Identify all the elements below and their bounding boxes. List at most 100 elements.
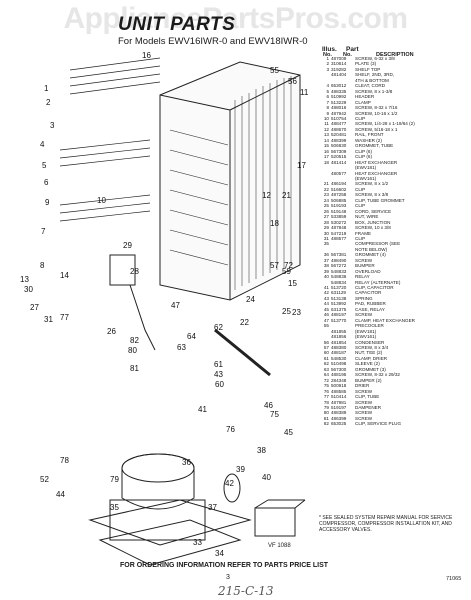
parts-cell-part: 488670 xyxy=(331,126,347,132)
parts-cell-part: 520515 xyxy=(331,154,347,160)
parts-cell-no: 55 xyxy=(323,323,329,329)
parts-cell-desc: SCREW, 10 x 3/8 xyxy=(355,225,391,231)
parts-cell-desc: CLEAT, CORD xyxy=(355,83,386,89)
parts-cell-no: 24 xyxy=(323,197,329,203)
callout-47: 47 xyxy=(171,301,180,310)
parts-cell-desc: (EWV161) xyxy=(355,334,377,340)
callout-25: 25 xyxy=(282,307,291,316)
parts-cell-no: 38 xyxy=(323,263,329,269)
callout-61: 61 xyxy=(214,360,223,369)
parts-cell-no: 23 xyxy=(323,192,329,198)
parts-cell-part: 487942 xyxy=(331,110,347,116)
parts-cell-no: 7 xyxy=(326,99,329,105)
parts-cell-part: 488477 xyxy=(331,121,347,127)
callout-39: 39 xyxy=(236,465,245,474)
parts-cell-desc: CLIP (6) xyxy=(355,148,373,154)
parts-cell-no: 78 xyxy=(323,399,329,405)
parts-cell-no: 17 xyxy=(323,154,329,160)
parts-cell-part: 488585 xyxy=(331,388,347,394)
drier xyxy=(214,328,271,377)
parts-cell-desc: CASE, RELAY xyxy=(355,306,385,312)
callout-46: 46 xyxy=(264,401,273,410)
parts-cell-no: 39 xyxy=(323,268,329,274)
parts-cell-no: 75 xyxy=(323,383,329,389)
parts-cell-desc: GROMMET (4) xyxy=(355,252,386,258)
parts-cell-no: 62 xyxy=(323,361,329,367)
parts-cell-no: 41 xyxy=(323,285,329,291)
parts-cell-no: 46 xyxy=(323,312,329,318)
parts-cell-part: 310614 xyxy=(331,61,347,67)
parts-row: 4TH & BOTTOM xyxy=(319,78,467,83)
callout-17: 17 xyxy=(297,161,306,170)
parts-cell-part: 567309 xyxy=(331,148,347,154)
parts-cell-no: 4 xyxy=(326,83,329,89)
callout-31: 31 xyxy=(44,315,53,324)
parts-cell-part: 488187 xyxy=(331,350,347,356)
parts-cell-no: 40 xyxy=(323,274,329,280)
callout-29: 29 xyxy=(123,241,132,250)
parts-cell-desc: GROMMET (3) xyxy=(355,366,386,372)
header-number: No. xyxy=(343,52,352,58)
parts-cell-part: 487009 xyxy=(331,56,347,61)
callout-64: 64 xyxy=(187,332,196,341)
parts-cell-no: 27 xyxy=(323,214,329,220)
parts-cell-desc: SCREW xyxy=(355,399,373,405)
parts-cell-desc: PAD, RUBBER xyxy=(355,301,386,307)
parts-cell-no: 5 xyxy=(326,88,329,94)
callout-18: 18 xyxy=(270,219,279,228)
parts-cell-desc: SHELF TOP xyxy=(355,66,381,72)
handwritten-note: 215-C-13 xyxy=(218,584,274,598)
parts-cell-desc: CLIP xyxy=(355,235,366,241)
parts-cell-desc: SCREW xyxy=(355,388,373,394)
parts-cell-desc: NUT, TEE (2) xyxy=(355,350,383,356)
parts-cell-no: 56 xyxy=(323,339,329,345)
parts-cell-part: 513138 xyxy=(331,295,347,301)
parts-cell-part: 513229 xyxy=(331,99,347,105)
parts-cell-part: 547219 xyxy=(331,230,347,236)
parts-cell-desc: SPRING xyxy=(355,295,373,301)
parts-row: (EWV181) xyxy=(319,165,467,170)
parts-cell-no: 30 xyxy=(323,230,329,236)
callout-4: 4 xyxy=(40,140,45,149)
callout-8: 8 xyxy=(40,261,45,270)
callout-21: 21 xyxy=(282,191,291,200)
parts-cell-no: 29 xyxy=(323,225,329,231)
parts-cell-part: 519193 xyxy=(331,203,347,209)
parts-cell-no: 21 xyxy=(323,181,329,187)
parts-cell-part: 488195 xyxy=(331,372,347,378)
parts-cell-no: 2 xyxy=(326,61,329,67)
header-illus: Illus. xyxy=(322,46,337,53)
callout-2: 2 xyxy=(46,98,51,107)
callout-36: 36 xyxy=(182,458,191,467)
parts-cell-desc: GROMMET, TUBE xyxy=(355,143,394,149)
parts-cell-part: 488380 xyxy=(331,345,347,351)
parts-cell-desc: SCREW, 6-32 x 3/8 xyxy=(355,56,395,61)
callout-43: 43 xyxy=(214,370,223,379)
parts-cell-no: 9 xyxy=(326,110,329,116)
parts-cell-desc: SHELF, 2ND, 3RD, xyxy=(355,72,395,78)
parts-cell-part: 488577 xyxy=(331,235,347,241)
parts-cell-part: 567381 xyxy=(331,252,347,258)
parts-cell-part: 519197 xyxy=(331,405,347,410)
callout-62: 62 xyxy=(214,323,223,332)
